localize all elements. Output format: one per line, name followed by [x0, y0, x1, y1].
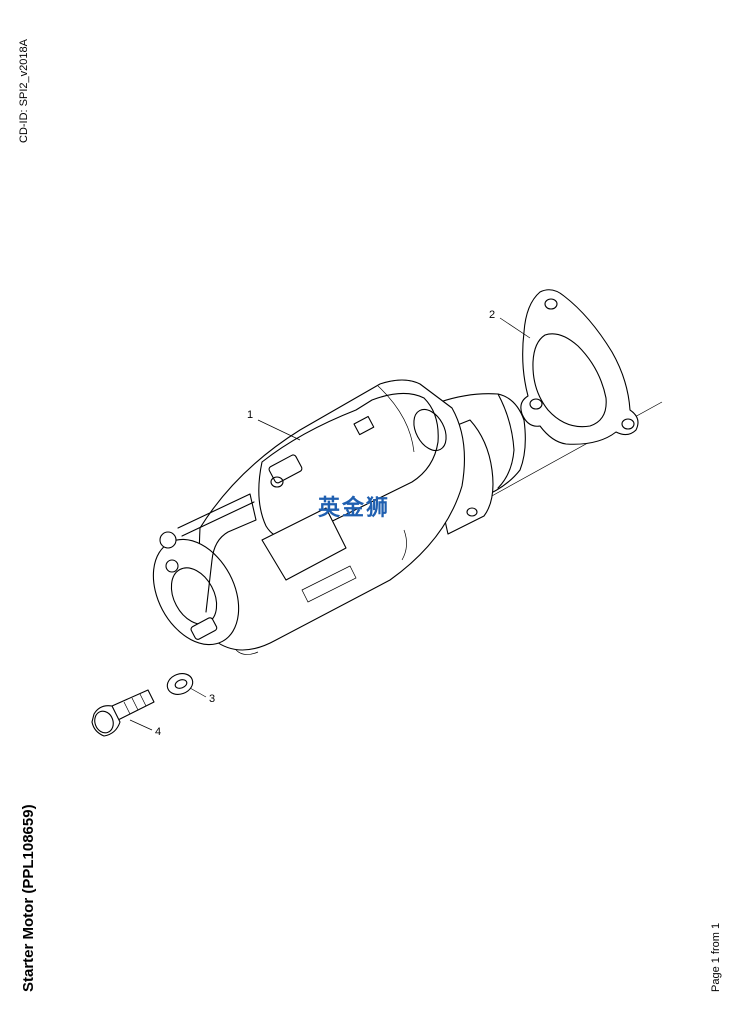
gasket-bolt-hole [529, 398, 543, 410]
starter-motor-part [152, 379, 526, 655]
callout-2: 2 [489, 309, 495, 321]
leader-line-1 [257, 419, 301, 441]
watermark-text: 英金狮 [318, 496, 391, 521]
callout-3: 3 [209, 693, 215, 705]
leader-line-4 [129, 719, 153, 731]
bolt-part [91, 689, 155, 737]
leader-line-3 [189, 687, 207, 698]
gasket-part [520, 289, 639, 445]
gasket-bolt-hole [621, 418, 635, 430]
callout-1: 1 [247, 409, 253, 421]
washer-part [166, 673, 194, 695]
leader-line-2 [499, 317, 531, 339]
callout-4: 4 [155, 726, 161, 738]
gasket-bolt-hole [544, 298, 558, 310]
